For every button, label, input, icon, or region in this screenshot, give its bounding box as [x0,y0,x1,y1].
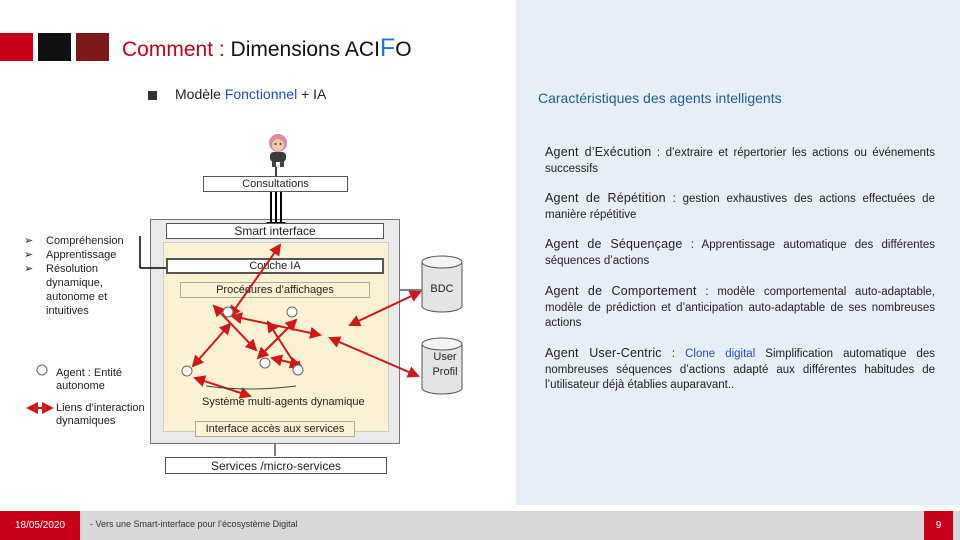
legend-agent-text: Agent : Entité autonome [56,367,123,392]
page-number: 9 [924,511,953,540]
bdc-label: BDC [430,283,454,295]
model-title: Modèle Fonctionnel + IA [175,86,327,102]
user-profil-line2: Profil [432,366,458,378]
smart-interface-box: Smart interface [166,223,384,239]
user-profil-label: User Profil [422,350,468,380]
characteristics-panel [516,0,960,505]
database-icon [421,255,463,313]
legend-item: intuitives [46,305,89,317]
agent-name: Agent User-Centric [545,346,662,360]
agent-circle-icon [292,364,304,376]
agent-name: Agent de Répétition [545,191,666,205]
legend-agent-circle-icon [36,364,48,376]
legend-item: Compréhension [46,235,124,247]
arrow-bullet-icon: ➢ [24,235,34,247]
user-profil-line1: User [433,351,457,363]
agent-comportement-desc: Agent de Comportement : modèle comportem… [545,284,935,329]
footer-text: - Vers une Smart-interface pour l’écosys… [90,519,298,529]
legend-link-text: Liens d’interaction dynamiques [56,402,145,427]
legend-item: Apprentissage [46,249,117,261]
legend-list: ➢ Compréhension ➢ Apprentissage ➢ Résolutio… [24,234,124,318]
header-square-red [0,33,33,61]
agent-user-centric-desc: Agent User-Centric : Clone digital Simpl… [545,346,936,391]
services-box: Services /micro-services [165,457,387,474]
agent-name: Agent de Comportement [545,284,697,298]
header-square-black [38,33,71,61]
agent-circle-icon [181,365,193,377]
agent-circle-icon [259,357,271,369]
agent-circle-icon [222,306,234,318]
legend-item: dynamique, [46,277,103,289]
multi-agent-diagram [26,243,463,414]
header-square-maroon [76,33,109,61]
agent-execution-desc: Agent d’Exécution : d’extraire et répert… [545,145,935,175]
footer-date: 18/05/2020 [0,511,80,540]
agent-name: Agent de Séquençage [545,237,683,251]
agent-name: Agent d’Exécution [545,145,652,159]
square-bullet-icon [148,91,157,100]
characteristics-title: Caractéristiques des agents intelligents [538,90,782,106]
person-icon [269,134,287,167]
systeme-label: Système multi-agents dynamique [202,396,365,408]
footer-bar [0,511,960,540]
consultations-box: Consultations [203,176,348,192]
agent-repetition-desc: Agent de Répétition : gestion exhaustive… [545,191,935,221]
interface-box: Interface accès aux services [195,421,355,437]
arrow-bullet-icon: ➢ [24,249,34,261]
agent-circle-icon [286,306,298,318]
legend-item: autonome et [46,291,108,303]
database-icon [421,337,463,395]
legend-item: Résolution [46,263,98,275]
page-title: Comment : Dimensions ACIFO [122,34,412,62]
arrow-bullet-icon: ➢ [24,263,34,275]
agent-sequencage-desc: Agent de Séquençage : Apprentissage auto… [545,237,935,267]
